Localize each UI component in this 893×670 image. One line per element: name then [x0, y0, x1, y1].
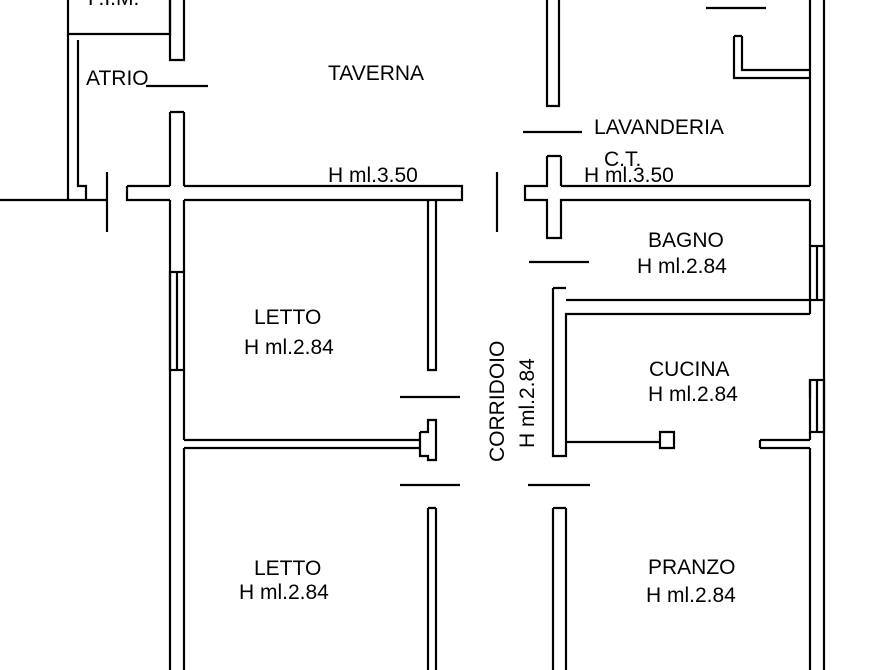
- wall-letto2-right: [426, 506, 438, 670]
- wall-cucina-right-stub: [758, 438, 810, 450]
- label-letto1: LETTO: [254, 306, 321, 329]
- wall-taverna-left-pillar: [168, 110, 186, 186]
- label-ct: C.T.: [604, 148, 641, 171]
- room-labels: F.I.M. ATRIO TAVERNA LAVANDERIA C.T. H m…: [86, 0, 738, 607]
- label-cucina: CUCINA: [649, 358, 730, 381]
- wall-top-stub: [168, 0, 186, 62]
- wall-right-outer: [808, 0, 826, 670]
- label-top-cut: F.I.M.: [88, 0, 139, 10]
- label-lavanderia-height: H ml.3.50: [584, 164, 674, 187]
- wall-atrio-left: [66, 34, 88, 200]
- label-lavanderia: LAVANDERIA: [594, 116, 724, 139]
- wall-left-outer: [168, 200, 186, 670]
- walls: [0, 0, 826, 670]
- wall-ct-cross: [523, 154, 810, 240]
- label-taverna: TAVERNA: [328, 62, 424, 85]
- label-bagno: BAGNO: [648, 229, 724, 252]
- label-cucina-height: H ml.2.84: [648, 383, 738, 406]
- wall-letto-divider: [184, 418, 438, 462]
- wall-right-top-l: [732, 34, 810, 80]
- label-letto2: LETTO: [254, 557, 321, 580]
- label-taverna-height: H ml.3.50: [328, 164, 418, 187]
- label-corridoio: CORRIDOIO: [486, 341, 509, 462]
- label-atrio: ATRIO: [86, 67, 149, 90]
- label-corridoio-height: H ml.2.84: [516, 358, 539, 448]
- wall-top-middle: [545, 0, 561, 108]
- wall-bagno-bottom: [551, 286, 810, 458]
- label-letto1-height: H ml.2.84: [244, 336, 334, 359]
- wall-cucina-bottom: [566, 430, 676, 450]
- wall-letto1-right: [426, 200, 438, 372]
- label-pranzo: PRANZO: [648, 556, 736, 579]
- wall-taverna-bottom: [125, 184, 170, 202]
- wall-taverna-bottom-main: [184, 184, 464, 202]
- label-bagno-height: H ml.2.84: [637, 255, 727, 278]
- wall-pranzo-left: [551, 506, 568, 670]
- label-letto2-height: H ml.2.84: [239, 581, 329, 604]
- label-pranzo-height: H ml.2.84: [646, 584, 736, 607]
